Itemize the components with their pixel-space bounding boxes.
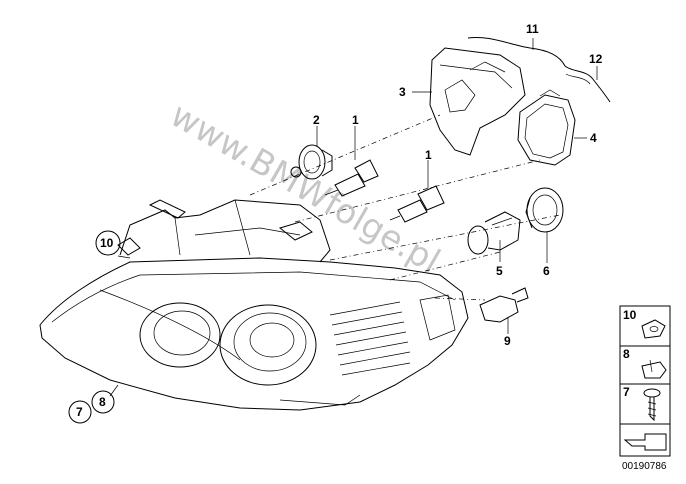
callout-2: 2 xyxy=(313,113,320,127)
part-4-gasket xyxy=(517,89,576,166)
circled-7: 7 xyxy=(76,405,83,419)
callout-11: 11 xyxy=(526,22,539,36)
part-5-bulb-holder xyxy=(467,211,521,255)
part-1-bulb-lower xyxy=(389,185,445,223)
document-number: 00190786 xyxy=(622,461,667,472)
callout-4: 4 xyxy=(590,131,597,145)
clip-nut-icon xyxy=(641,319,666,339)
panel-label-7: 7 xyxy=(623,385,630,399)
part-2-bulb-socket xyxy=(290,144,333,180)
arrow-icon xyxy=(623,433,667,451)
circled-8: 8 xyxy=(99,395,106,409)
part-9-bulb-socket xyxy=(479,287,529,323)
headlight-housing xyxy=(39,199,469,411)
circled-10: 10 xyxy=(100,236,114,250)
part-3-cover xyxy=(429,47,526,156)
hardware-panel: 10 8 7 00190786 xyxy=(619,305,671,472)
callout-1-lower: 1 xyxy=(425,148,432,162)
part-1-bulb-upper xyxy=(324,159,379,197)
callout-12: 12 xyxy=(589,52,603,66)
speed-nut-icon xyxy=(641,361,667,379)
callout-6: 6 xyxy=(543,264,550,278)
callout-5: 5 xyxy=(496,264,503,278)
panel-label-8: 8 xyxy=(623,347,630,361)
circled-callouts: 10 7 8 xyxy=(68,230,121,424)
part-11-12-wiring xyxy=(467,36,611,103)
callout-labels: 11 12 3 4 2 1 1 5 6 9 xyxy=(313,22,603,348)
part-6-socket xyxy=(525,187,564,233)
panel-label-10: 10 xyxy=(623,308,637,322)
callout-1-upper: 1 xyxy=(352,113,359,127)
watermark: www.BMWfolge.pl xyxy=(164,95,447,282)
callout-9: 9 xyxy=(504,334,511,348)
callout-3: 3 xyxy=(399,85,406,99)
screw-icon xyxy=(643,388,661,398)
assembly-lines xyxy=(249,114,561,301)
